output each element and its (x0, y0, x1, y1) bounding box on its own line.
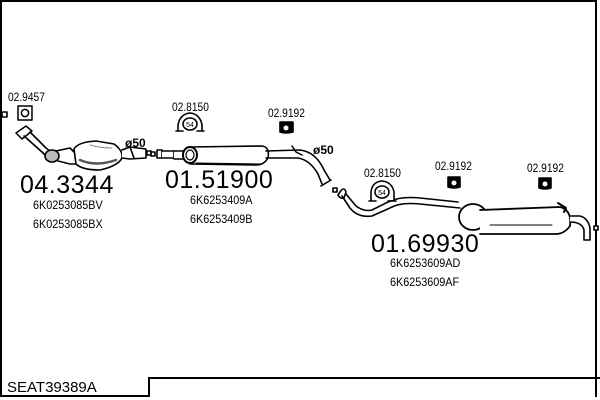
rubber-hanger-icon (279, 121, 294, 134)
accessory-ref: 02.8150 (364, 166, 401, 180)
accessory-ref: 02.8150 (172, 100, 209, 114)
gasket-icon (17, 105, 33, 121)
clamp-54-icon: 54 (368, 180, 397, 202)
accessory-ref: 02.9457 (8, 90, 45, 104)
diagram-title: SEAT39389A (7, 379, 97, 396)
accessory-ref: 02.9192 (268, 106, 305, 120)
middle-silencer-part[interactable] (150, 145, 338, 193)
catalyst-part[interactable] (15, 125, 152, 171)
part-number[interactable]: 01.51900 (165, 166, 274, 194)
footer-divider (0, 377, 600, 379)
connector-marker (1, 111, 8, 118)
oem-number: 6K6253609AF (390, 275, 460, 289)
oem-number: 6K6253409B (190, 212, 253, 226)
oem-number: 6K0253085BX (33, 217, 103, 231)
rubber-hanger-icon (538, 177, 552, 190)
oem-number: 6K6253409A (190, 193, 253, 207)
diameter-label: ø50 (125, 136, 146, 150)
part-number[interactable]: 01.69930 (371, 230, 480, 258)
rubber-hanger-icon (447, 176, 461, 189)
oem-number: 6K6253609AD (390, 256, 461, 270)
accessory-ref: 02.9192 (527, 161, 564, 175)
svg-text:54: 54 (378, 190, 386, 197)
clamp-54-icon: 54 (175, 112, 205, 132)
part-number[interactable]: 04.3344 (20, 171, 114, 199)
oem-number: 6K0253085BV (33, 198, 103, 212)
diameter-label: ø50 (313, 143, 334, 157)
rear-silencer-part[interactable] (337, 188, 599, 241)
clamp-size-label: 54 (186, 122, 194, 129)
accessory-ref: 02.9192 (435, 159, 472, 173)
diagram-title-box: SEAT39389A (0, 377, 150, 397)
